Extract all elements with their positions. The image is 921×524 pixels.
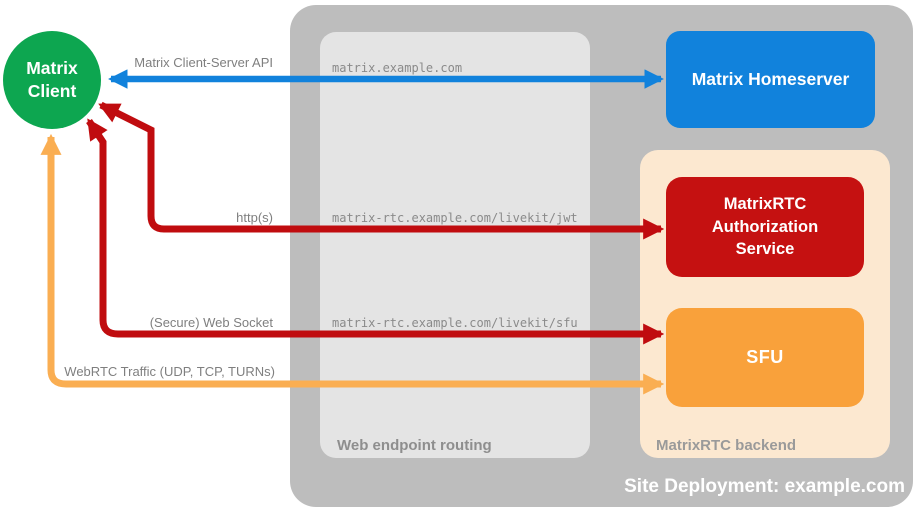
https-label: http(s) bbox=[236, 210, 273, 225]
site-deployment-title: Site Deployment: example.com bbox=[624, 476, 905, 497]
endpoint-sfu-url: matrix-rtc.example.com/livekit/sfu bbox=[332, 316, 578, 330]
matrix-client-label: Matrix Client bbox=[26, 57, 78, 101]
webrtc-label: WebRTC Traffic (UDP, TCP, TURNs) bbox=[64, 364, 275, 379]
client-server-api-label: Matrix Client-Server API bbox=[134, 55, 273, 70]
web-endpoint-routing-label: Web endpoint routing bbox=[337, 437, 492, 454]
auth-service-label: MatrixRTC Authorization Service bbox=[711, 194, 819, 259]
homeserver-label: Matrix Homeserver bbox=[691, 69, 850, 89]
matrixrtc-backend-label: MatrixRTC backend bbox=[656, 437, 797, 454]
endpoint-jwt-url: matrix-rtc.example.com/livekit/jwt bbox=[332, 211, 578, 225]
sfu-node: SFU bbox=[666, 308, 864, 407]
websocket-label: (Secure) Web Socket bbox=[149, 315, 273, 330]
homeserver-node: Matrix Homeserver bbox=[666, 31, 875, 128]
auth-service-node: MatrixRTC Authorization Service bbox=[666, 177, 864, 277]
endpoint-matrix-url: matrix.example.com bbox=[332, 61, 463, 75]
webrtc-arrow bbox=[40, 133, 665, 395]
sfu-label: SFU bbox=[746, 347, 784, 367]
matrix-client-node: Matrix Client bbox=[3, 31, 101, 129]
